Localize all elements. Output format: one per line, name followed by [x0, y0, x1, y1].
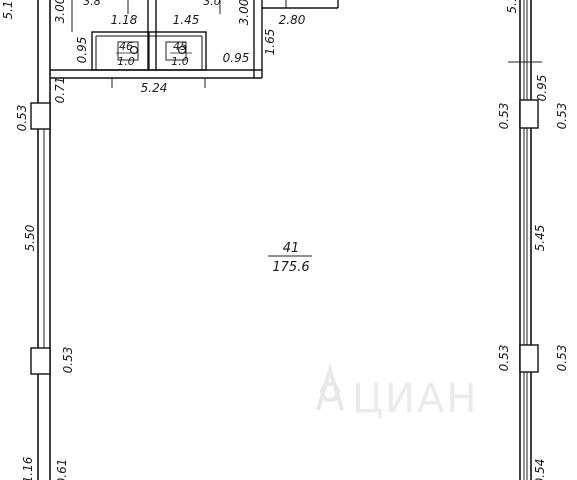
wc2-area: 1.0 — [171, 55, 189, 68]
dim-1-18: 1.18 — [111, 13, 138, 27]
top-left-room-area: 3.8 — [83, 0, 101, 8]
dim-0-95-right: 0.95 — [223, 51, 250, 65]
left-wall — [30, 0, 51, 480]
dim-right-0-95: 0.95 — [535, 75, 549, 102]
top-mid-room-area: 3.0 — [203, 0, 221, 8]
dim-right-window: 5.45 — [533, 225, 547, 252]
dim-right-pier-lower-outer: 0.53 — [497, 345, 511, 372]
dim-left-pier-lower: 0.53 — [61, 347, 75, 374]
dim-right-top: 5.1 — [505, 0, 519, 14]
main-room-area: 175.6 — [272, 260, 309, 275]
dim-0-95-left: 0.95 — [75, 37, 89, 64]
dim-1-45: 1.45 — [173, 13, 200, 27]
wc1-area: 1.0 — [117, 55, 135, 68]
dim-1-65: 1.65 — [263, 29, 277, 56]
dim-top-mid-height: 3.00 — [237, 0, 251, 25]
dim-2-80: 2.80 — [279, 13, 306, 27]
dim-right-pier-upper-inner: 0.53 — [555, 103, 569, 130]
dim-right-pier-lower-inner: 0.53 — [555, 345, 569, 372]
dim-left-bottom: 1.16 — [21, 456, 35, 480]
dim-0-71: 0.71 — [53, 77, 67, 104]
top-rooms — [50, 0, 339, 88]
dim-left-pier-upper: 0.53 — [15, 105, 29, 132]
main-room-number: 41 — [283, 241, 300, 256]
dim-5-24: 5.24 — [141, 81, 168, 95]
right-wall — [508, 0, 542, 480]
dim-left-bottom-small: 0.61 — [55, 459, 69, 480]
dim-top-left-height: 3.00 — [53, 0, 67, 23]
dim-right-pier-upper-outer: 0.53 — [497, 103, 511, 130]
watermark-logo-icon — [316, 363, 344, 411]
wc2-number: 45 — [173, 40, 187, 53]
dim-left-window: 5.50 — [23, 224, 37, 251]
dim-right-bottom: 0.54 — [533, 459, 547, 480]
watermark-text: ЦИАН — [352, 376, 478, 422]
dim-left-top: 5.1 — [1, 0, 15, 19]
watermark: ЦИАН — [316, 363, 478, 422]
wc1-number: 46 — [119, 40, 133, 53]
